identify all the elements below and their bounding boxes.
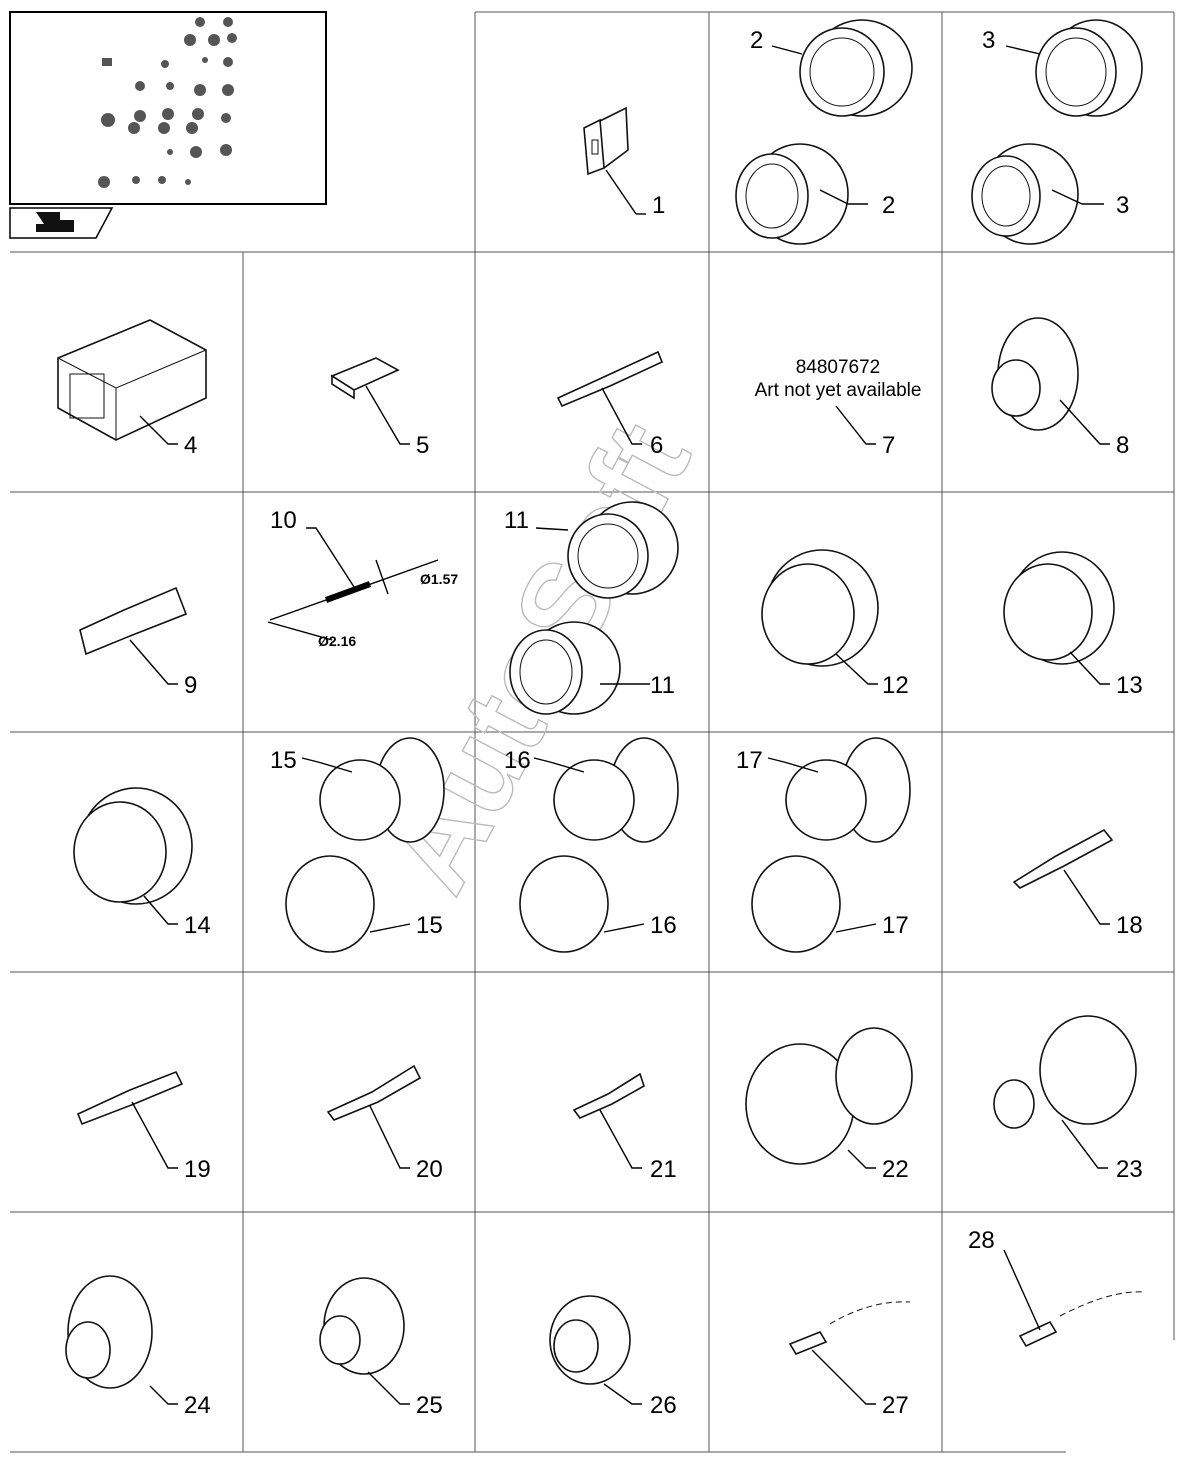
label-part-14: 14 [184, 912, 211, 939]
parts-27-28-pins [788, 1291, 1145, 1355]
dimension-outer: Ø1.57 [420, 571, 458, 587]
grid-lines [10, 11, 1175, 1453]
label-part-10: 10 [270, 507, 297, 534]
label-part-16-bottom: 16 [650, 912, 677, 939]
label-part-2-top: 2 [750, 27, 763, 54]
part-4-housing [57, 319, 207, 441]
label-part-3-top: 3 [982, 27, 995, 54]
label-part-19: 19 [184, 1156, 211, 1183]
dimension-inner: Ø2.16 [318, 633, 356, 649]
nut-connectors [285, 737, 911, 953]
part-10-wire: Ø1.57 Ø2.16 [267, 559, 458, 649]
part-5-wedge [330, 357, 400, 400]
label-part-22: 22 [882, 1156, 909, 1183]
label-part-15-top: 15 [270, 747, 297, 774]
notice-code: 84807672 [796, 357, 881, 378]
label-part-1: 1 [652, 192, 665, 219]
circular-connectors [73, 19, 1143, 905]
label-part-25: 25 [416, 1392, 443, 1419]
label-part-13: 13 [1116, 672, 1143, 699]
label-part-5: 5 [416, 432, 429, 459]
label-part-17-bottom: 17 [882, 912, 909, 939]
label-part-15-bottom: 15 [416, 912, 443, 939]
label-part-18: 18 [1116, 912, 1143, 939]
label-part-3-bottom: 3 [1116, 192, 1129, 219]
label-part-11-top: 11 [504, 507, 529, 534]
label-part-24: 24 [184, 1392, 211, 1419]
overview-thumbnail [9, 11, 327, 239]
part-1-connector-clip [583, 106, 646, 215]
shells-and-adapters [65, 317, 1137, 1389]
label-part-21: 21 [650, 1156, 677, 1183]
label-part-17-top: 17 [736, 747, 763, 774]
label-part-7: 7 [882, 432, 895, 459]
part-7-notice: 84807672 Art not yet available [755, 357, 922, 401]
label-part-23: 23 [1116, 1156, 1143, 1183]
label-part-2-bottom: 2 [882, 192, 895, 219]
label-part-20: 20 [416, 1156, 443, 1183]
label-part-8: 8 [1116, 432, 1129, 459]
label-part-12: 12 [882, 672, 909, 699]
notice-text: Art not yet available [755, 380, 922, 401]
label-part-28: 28 [968, 1227, 995, 1254]
label-part-16-top: 16 [504, 747, 531, 774]
label-part-11-bottom: 11 [650, 672, 675, 699]
label-part-4: 4 [184, 432, 197, 459]
label-part-6: 6 [650, 432, 663, 459]
label-part-9: 9 [184, 672, 197, 699]
part-labels: 1 2 2 3 3 4 5 6 7 8 9 10 11 11 12 13 14 … [184, 27, 1143, 1419]
label-part-26: 26 [650, 1392, 677, 1419]
terminal-pins [76, 350, 1114, 1126]
leader-lines [129, 45, 1110, 1405]
label-part-27: 27 [882, 1392, 909, 1419]
